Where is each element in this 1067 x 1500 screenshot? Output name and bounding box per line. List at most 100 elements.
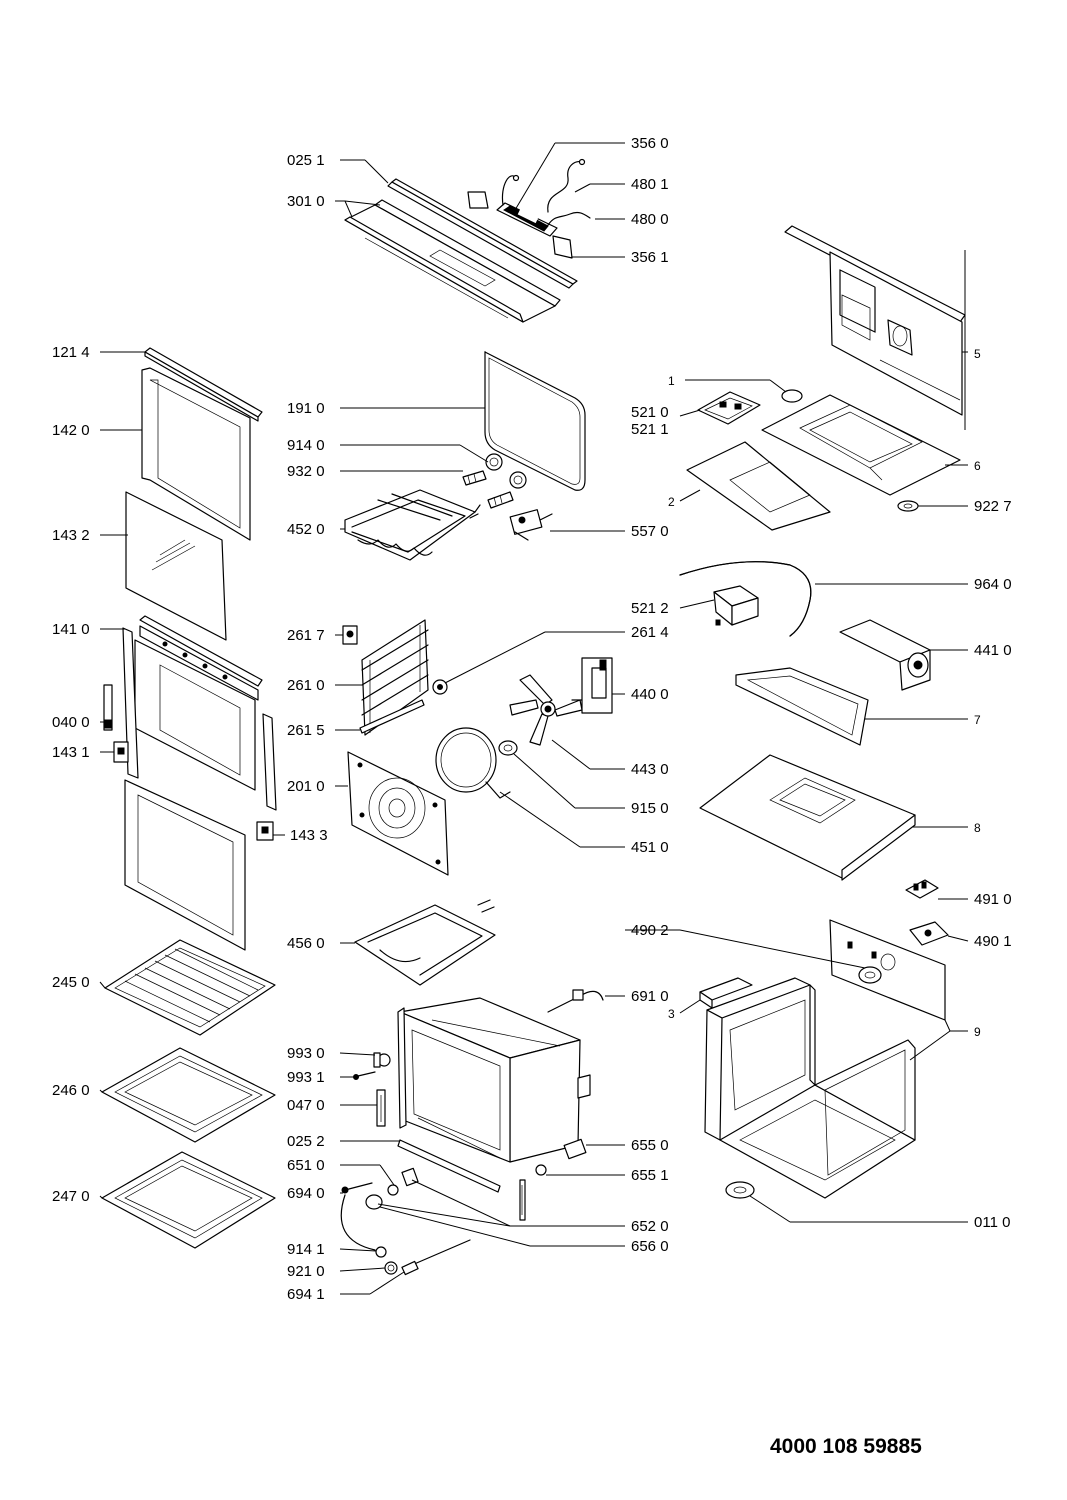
oven-cavity	[397, 997, 591, 1193]
label-261-7: 261 7	[287, 627, 325, 644]
washer	[897, 500, 919, 512]
label-993-1: 993 1	[287, 1069, 325, 1086]
label-356-1: 356 1	[631, 249, 669, 266]
label-490-1: 490 1	[974, 933, 1012, 950]
control-panel-trim	[387, 178, 578, 289]
label-480-0: 480 0	[631, 211, 669, 228]
cooling-hose	[679, 561, 812, 637]
inner-door-glass	[125, 491, 227, 641]
glass-support-right	[256, 821, 274, 841]
fan-nut	[498, 740, 518, 756]
oven-lamp	[509, 509, 553, 541]
label-480-1: 480 1	[631, 176, 669, 193]
label-964-0: 964 0	[974, 576, 1012, 593]
cooling-duct-plate	[761, 394, 961, 496]
label-356-0: 356 0	[631, 135, 669, 152]
label-456-0: 456 0	[287, 935, 325, 952]
label-915-0: 915 0	[631, 800, 669, 817]
rail-support-clip	[342, 625, 358, 645]
label-301-0: 301 0	[287, 193, 325, 210]
outer-casing	[704, 977, 916, 1199]
fan-blade	[509, 674, 583, 746]
label-1: 1	[668, 374, 675, 388]
label-247-0: 247 0	[52, 1188, 90, 1205]
leader-lines	[99, 142, 969, 1295]
label-557-0: 557 0	[631, 523, 669, 540]
door-lock	[535, 1138, 587, 1176]
part-labels: 025 1 301 0 356 0 480 1 480 0 356 1 121 …	[52, 135, 1012, 1303]
label-047-0: 047 0	[287, 1097, 325, 1114]
control-panel-fascia	[344, 199, 561, 323]
label-452-0: 452 0	[287, 521, 325, 538]
rear-panel	[784, 225, 966, 416]
label-440-0: 440 0	[631, 686, 669, 703]
label-3: 3	[668, 1007, 675, 1021]
circular-heating-element	[435, 727, 511, 799]
label-2: 2	[668, 495, 675, 509]
label-521-1: 521 1	[631, 421, 669, 438]
grill-heating-element	[344, 489, 481, 561]
label-651-0: 651 0	[287, 1157, 325, 1174]
fan-motor	[571, 657, 613, 714]
label-261-0: 261 0	[287, 677, 325, 694]
label-914-1: 914 1	[287, 1241, 325, 1258]
label-7: 7	[974, 713, 981, 727]
outer-door-glass	[141, 367, 251, 541]
fan-grommet	[781, 389, 803, 403]
label-191-0: 191 0	[287, 400, 325, 417]
door-hinge	[103, 684, 113, 731]
label-201-0: 201 0	[287, 778, 325, 795]
label-040-0: 040 0	[52, 714, 90, 731]
label-245-0: 245 0	[52, 974, 90, 991]
label-246-0: 246 0	[52, 1082, 90, 1099]
cooling-fan-motor	[839, 619, 931, 691]
wire-shelf	[104, 939, 276, 1036]
label-921-0: 921 0	[287, 1263, 325, 1280]
label-443-0: 443 0	[631, 761, 669, 778]
label-9: 9	[974, 1025, 981, 1039]
label-652-0: 652 0	[631, 1218, 669, 1235]
label-261-4: 261 4	[631, 624, 669, 641]
glass-support-left	[113, 741, 129, 763]
lamp-cover	[462, 453, 527, 509]
label-142-0: 142 0	[52, 422, 90, 439]
label-491-0: 491 0	[974, 891, 1012, 908]
inner-door-panel	[124, 779, 246, 951]
top-cover-plate	[699, 754, 916, 881]
label-141-0: 141 0	[52, 621, 90, 638]
control-board	[697, 391, 761, 425]
label-521-2: 521 2	[631, 600, 669, 617]
wiring-harness	[501, 158, 591, 226]
door-top-strip	[144, 347, 263, 422]
label-121-4: 121 4	[52, 344, 90, 361]
inner-door-frame	[122, 615, 277, 811]
side-support	[376, 1089, 386, 1127]
baking-tray	[101, 1047, 276, 1143]
grommet-ring	[858, 966, 882, 984]
temperature-probe	[547, 989, 604, 1013]
terminal-box	[713, 585, 759, 626]
label-011-0: 011 0	[974, 1214, 1010, 1231]
label-521-0: 521 0	[631, 404, 669, 421]
label-025-1: 025 1	[287, 152, 325, 169]
label-993-0: 993 0	[287, 1045, 325, 1062]
label-691-0: 691 0	[631, 988, 669, 1005]
board-bracket	[467, 191, 573, 259]
label-914-0: 914 0	[287, 437, 325, 454]
label-261-5: 261 5	[287, 722, 325, 739]
label-143-1: 143 1	[52, 744, 90, 761]
knob-and-screw	[353, 1052, 391, 1080]
label-922-7: 922 7	[974, 498, 1012, 515]
label-694-0: 694 0	[287, 1185, 325, 1202]
lower-rail-bar	[359, 699, 425, 734]
label-143-2: 143 2	[52, 527, 90, 544]
label-490-2: 490 2	[631, 922, 669, 939]
document-number: 4000 108 59885	[770, 1435, 922, 1458]
thermostat-parts	[340, 1167, 526, 1276]
label-143-3: 143 3	[290, 827, 328, 844]
insulation-block	[699, 977, 753, 1009]
label-6: 6	[974, 459, 981, 473]
label-025-2: 025 2	[287, 1133, 325, 1150]
label-8: 8	[974, 821, 981, 835]
foot	[725, 1181, 755, 1199]
